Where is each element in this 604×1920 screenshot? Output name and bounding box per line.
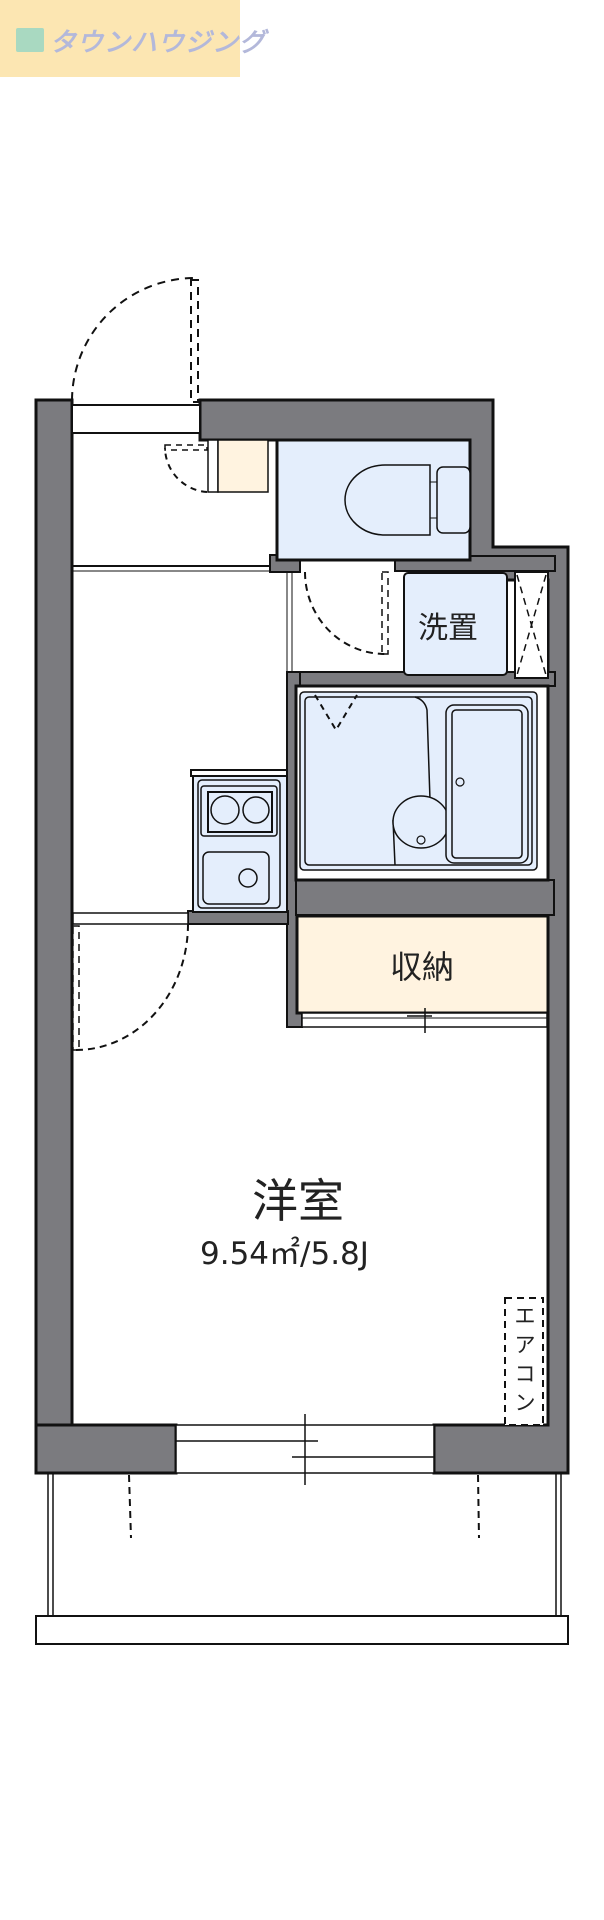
- shoe-closet: [164, 439, 269, 493]
- tree-icon: [16, 28, 44, 52]
- aircon-outline: [504, 1297, 544, 1426]
- room-name-label: 洋室: [252, 1174, 344, 1228]
- cabinet: [514, 571, 549, 679]
- washer-label: 洗置: [418, 611, 478, 646]
- outer-walls: [34, 398, 570, 1475]
- kitchen: [190, 769, 288, 913]
- balcony: [35, 1473, 569, 1645]
- logo-text: タウンハウジング: [50, 28, 267, 58]
- room-area-label: 9.54㎡/5.8J: [200, 1236, 369, 1272]
- room-door: [72, 912, 189, 1051]
- unit-bath: [294, 684, 550, 882]
- storage-label: 収納: [390, 948, 455, 986]
- sliding-window: [175, 1414, 435, 1485]
- entry-step: [72, 565, 293, 672]
- aircon-label: エ ア コ ン: [514, 1304, 536, 1415]
- storage-closet: [295, 914, 550, 1033]
- washer-space: [403, 572, 508, 676]
- company-logo: タウンハウジング: [0, 0, 265, 77]
- toilet-room: [275, 438, 472, 562]
- entrance-door: [71, 277, 201, 434]
- washroom-door: [304, 571, 389, 655]
